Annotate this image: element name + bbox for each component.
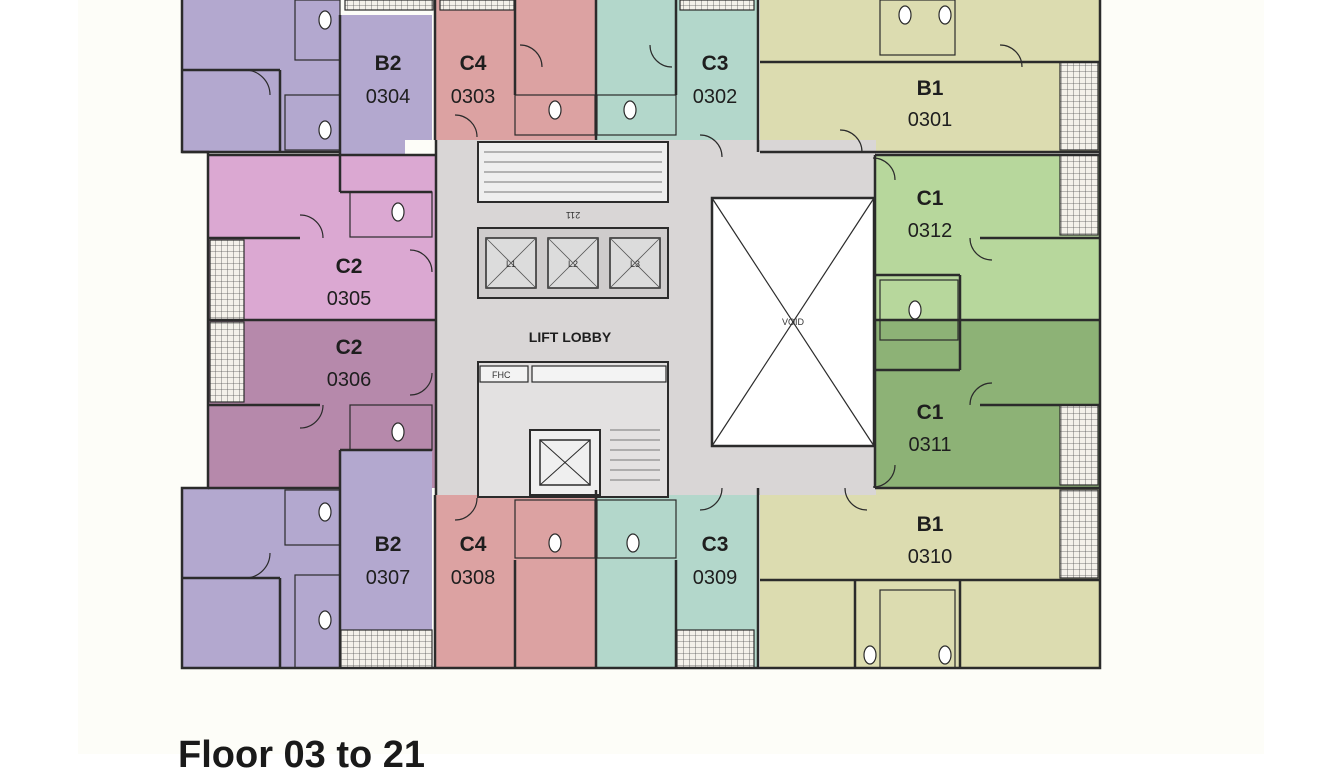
- lift-lobby-label: LIFT LOBBY: [529, 329, 612, 345]
- floor-plan: L1 L2 L3 211 FHC VOID LIFT LOBBY: [180, 0, 1102, 670]
- bathrooms: [284, 0, 959, 669]
- unit-0307[interactable]: [182, 450, 432, 668]
- unit-0304[interactable]: [182, 0, 432, 192]
- unit-0301[interactable]: [760, 0, 1100, 152]
- unit-0312-number: 0312: [908, 220, 953, 242]
- lift-l1: [485, 237, 537, 289]
- door-swings: [244, 44, 1023, 579]
- unit-0309-type: C3: [702, 533, 729, 556]
- lift-l3-label: L3: [630, 259, 640, 269]
- unit-0301-type: B1: [917, 77, 944, 100]
- unit-0304-number: 0304: [366, 86, 411, 108]
- unit-0305-number: 0305: [327, 288, 372, 310]
- lift-l2-label: L2: [568, 259, 578, 269]
- unit-0301-number: 0301: [908, 109, 953, 131]
- unit-0306-type: C2: [336, 336, 363, 359]
- lift-l2: [547, 237, 599, 289]
- unit-0310-number: 0310: [908, 546, 953, 568]
- lift-l3: [609, 237, 661, 289]
- lift-l1-label: L1: [506, 259, 516, 269]
- stair-mark: 211: [566, 210, 580, 220]
- fhc-label: FHC: [492, 370, 511, 380]
- unit-0305-type: C2: [336, 255, 363, 278]
- unit-0302-type: C3: [702, 52, 729, 75]
- unit-0311-number: 0311: [908, 434, 951, 456]
- unit-0306-number: 0306: [327, 369, 372, 391]
- unit-0308-number: 0308: [451, 567, 496, 589]
- unit-0307-type: B2: [375, 533, 402, 556]
- unit-0303-number: 0303: [451, 86, 496, 108]
- unit-0309-number: 0309: [693, 567, 738, 589]
- void-area: [710, 196, 876, 448]
- unit-0311-type: C1: [917, 401, 944, 424]
- floor-caption: Floor 03 to 21: [178, 734, 426, 776]
- unit-0312-type: C1: [917, 187, 944, 210]
- unit-0307-number: 0307: [366, 567, 411, 589]
- unit-0308-type: C4: [460, 533, 487, 556]
- unit-0304-type: B2: [375, 52, 402, 75]
- void-label: VOID: [782, 317, 805, 327]
- unit-0310[interactable]: [760, 488, 1100, 668]
- unit-0310-type: B1: [917, 513, 944, 536]
- unit-0303-type: C4: [460, 52, 487, 75]
- unit-0302-number: 0302: [693, 86, 738, 108]
- toilet-fixtures: [318, 5, 952, 665]
